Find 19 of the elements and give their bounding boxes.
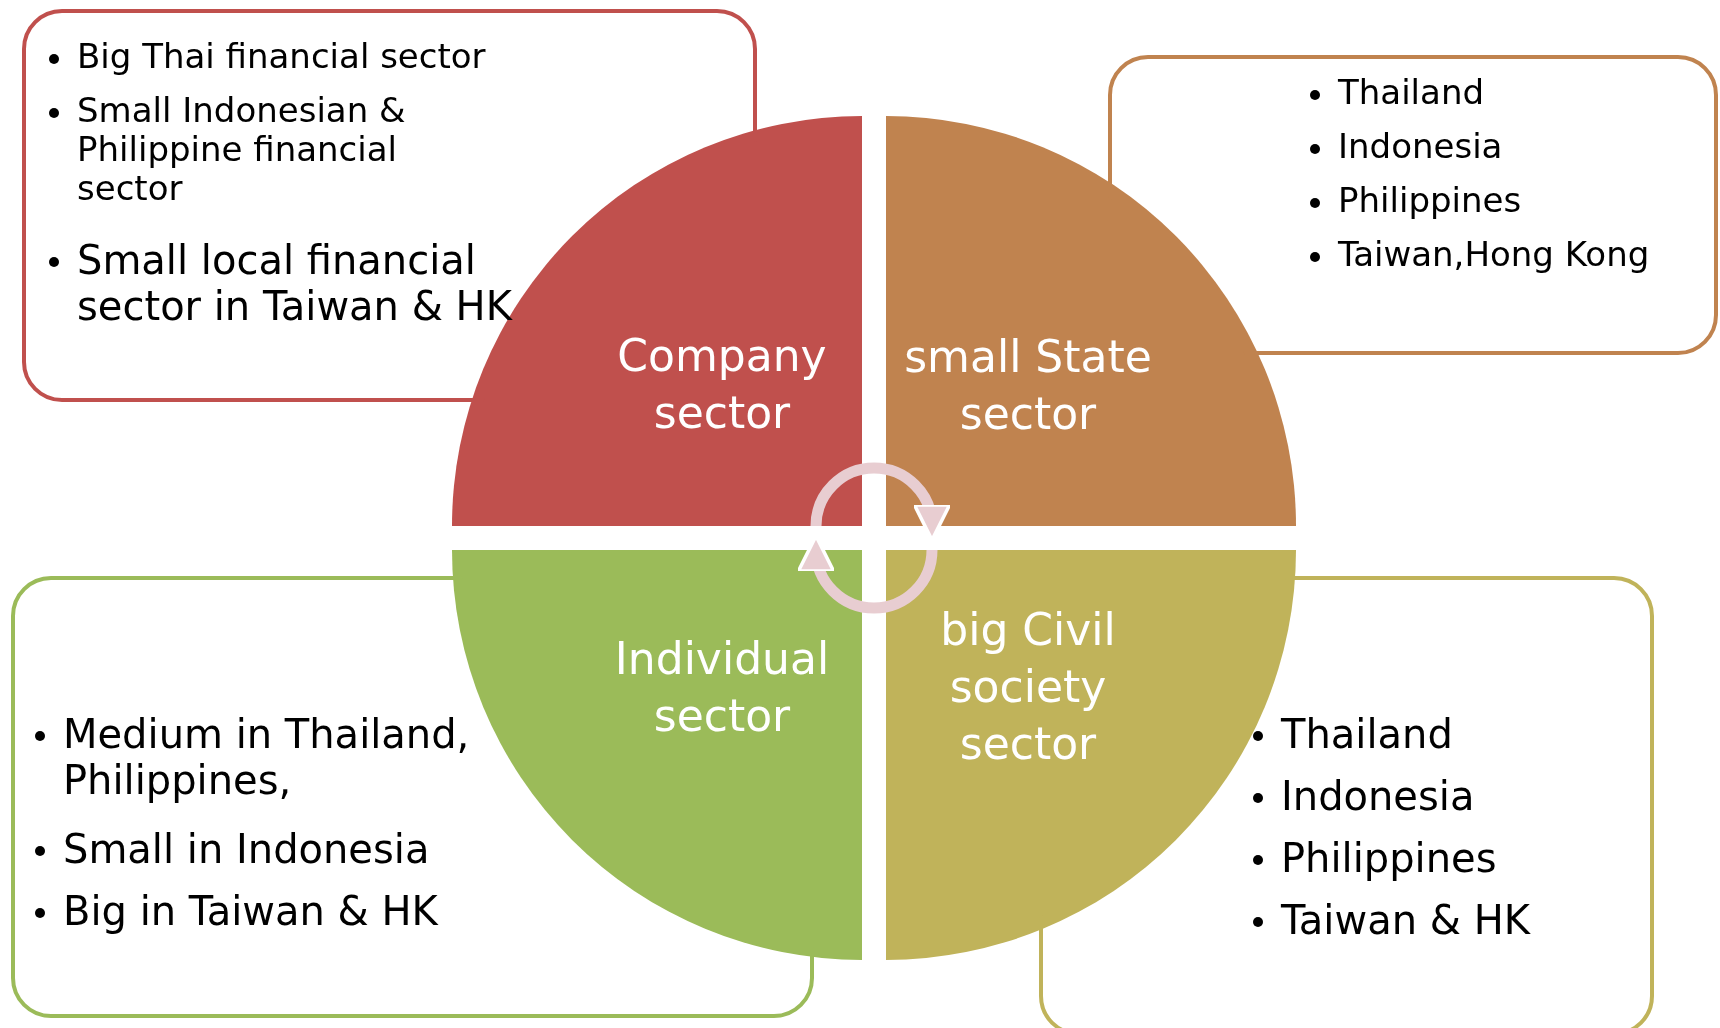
bullet-item: Small Indonesian & Philippine financial sector [47,91,477,209]
sector-label: small State sector [903,330,1153,442]
bullet-item: Thailand [1308,73,1484,113]
sector-label: Company sector [616,329,828,441]
bullet-item: Medium in Thailand, Philippines, [33,711,543,803]
bullet-item: Small local financial sector in Taiwan & HK [47,237,557,329]
sector-label: Individual sector [613,632,831,744]
quadrant-sector [886,116,1296,526]
bullet-item: Taiwan,Hong Kong [1308,235,1650,275]
bullet-item: Philippines [1308,181,1522,221]
bullet-item: Indonesia [1308,127,1503,167]
bullet-item: Philippines [1251,835,1497,881]
bullet-item: Taiwan & HK [1251,897,1530,943]
sector-label: big Civil society sector [939,603,1117,772]
bullet-item: Indonesia [1251,773,1475,819]
bullet-item: Big Thai financial sector [47,37,486,77]
bullet-item: Thailand [1251,711,1453,757]
bullet-item: Small in Indonesia [33,826,430,872]
bullet-item: Big in Taiwan & HK [33,888,438,934]
